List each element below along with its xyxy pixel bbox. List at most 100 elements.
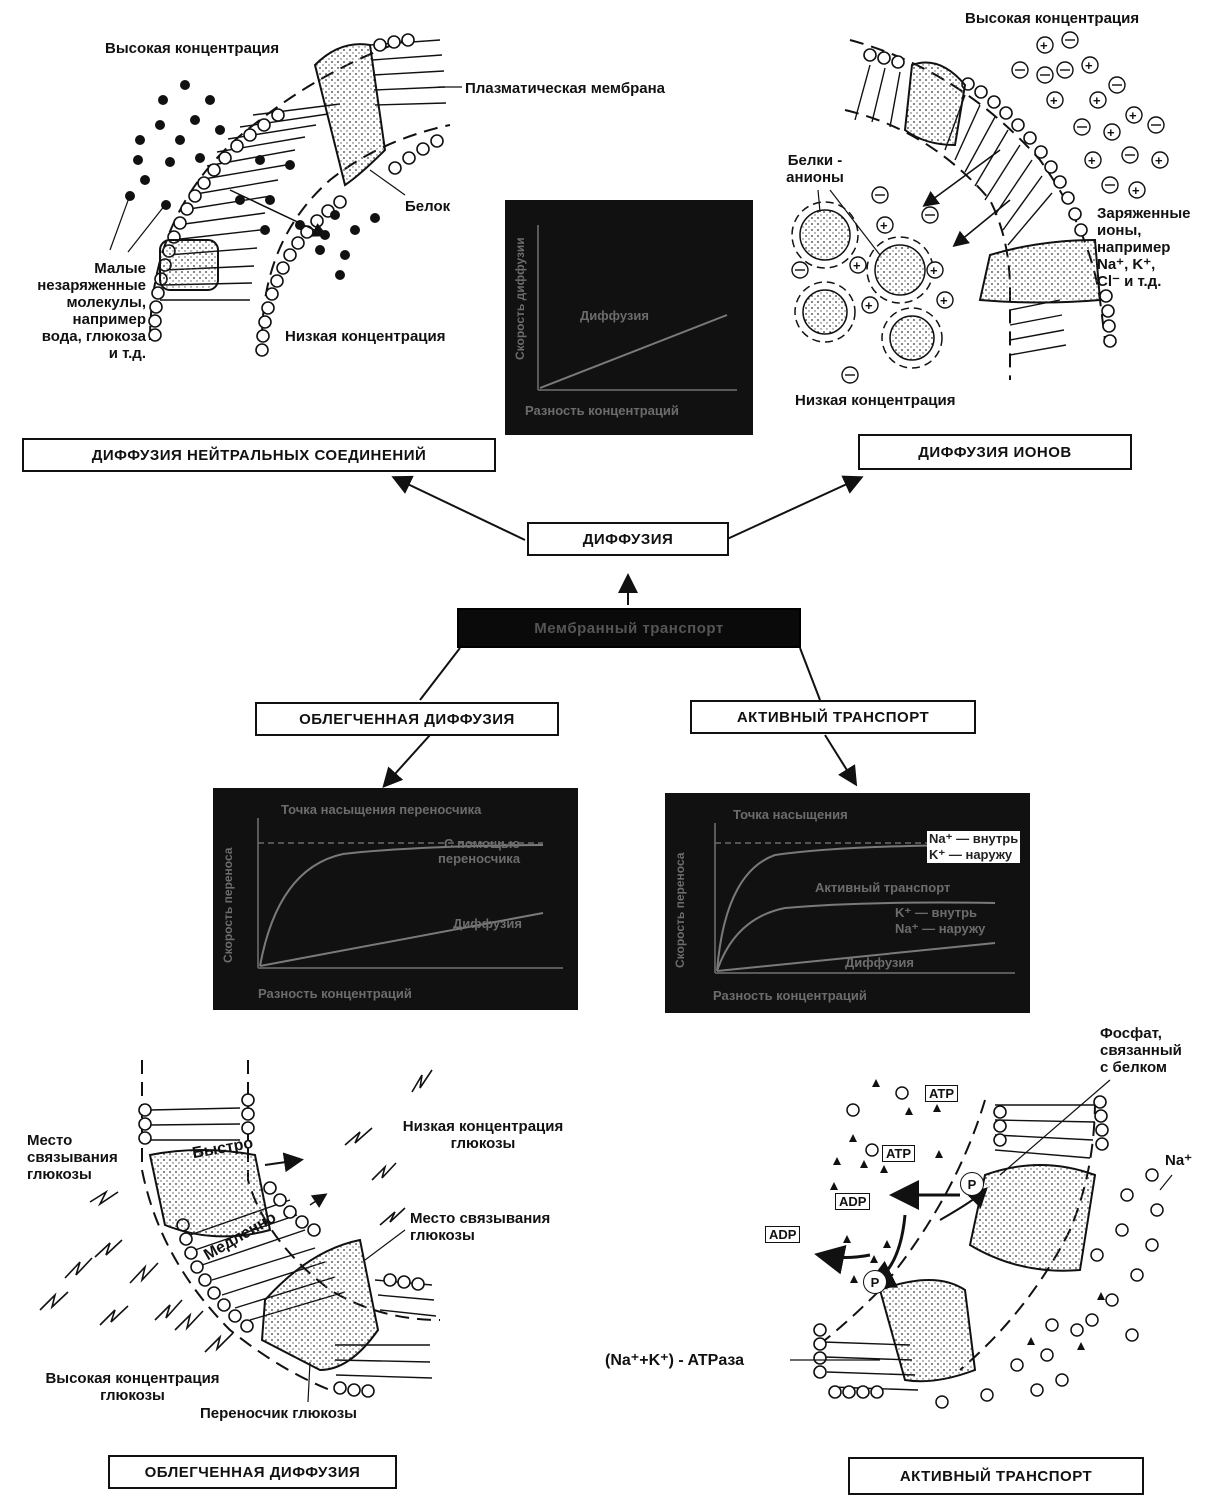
- label-na-ion: Na⁺: [1165, 1152, 1193, 1169]
- chart-right-k-in-line-2: Na⁺ — наружу: [895, 921, 986, 936]
- label-binding-site-right: Место связывания глюкозы: [410, 1210, 550, 1244]
- binding-site-right-line-1: Место связывания: [410, 1210, 551, 1227]
- diffusion-line-facilitated: [259, 912, 544, 967]
- svg-text:+: +: [940, 293, 948, 308]
- protein-anions-line-1: Белки -: [787, 152, 843, 169]
- phosphate-line-1: Фосфат,: [1100, 1025, 1162, 1042]
- glucose-carrier-upper: [148, 1149, 272, 1238]
- label-small-molecules: Малые незаряженные молекулы, например во…: [0, 260, 146, 362]
- charged-ions-line-1: Заряженные: [1097, 205, 1191, 222]
- low-glucose-line-1: Низкая концентрация: [402, 1118, 564, 1135]
- carrier-curve: [259, 844, 544, 967]
- membrane-active-heads: [813, 1095, 1109, 1399]
- svg-text:+: +: [1040, 38, 1048, 53]
- label-atpase: (Na⁺+K⁺) - ATPаза: [605, 1352, 745, 1369]
- chart-left-carrier-line-1: С помощью: [443, 836, 521, 851]
- binding-site-left-line-2: связывания: [27, 1149, 118, 1166]
- chart-simple-diffusion-plot: [537, 225, 737, 391]
- chart-active-plot: [714, 823, 1015, 974]
- active-curve-upper: [716, 844, 996, 972]
- label-low-concentration-right: Низкая концентрация: [795, 392, 956, 409]
- box-active-bottom: АКТИВНЫЙ ТРАНСПОРТ: [848, 1457, 1144, 1495]
- label-high-concentration-left: Высокая концентрация: [105, 40, 280, 57]
- ion-channel-bottom: [978, 238, 1102, 304]
- chart-left-xlabel: Разность концентраций: [258, 986, 412, 1001]
- glucose-zigzags: [39, 1069, 433, 1353]
- protein-anions: [791, 201, 943, 369]
- chart-right-active-label: Активный транспорт: [815, 880, 951, 895]
- chart-simple-diffusion: Скорость диффузии Диффузия Разность конц…: [505, 200, 753, 435]
- phosphate-p-lower: P: [863, 1270, 887, 1294]
- k-ions: [830, 1079, 1105, 1350]
- tag-atp-1: ATP: [925, 1085, 959, 1102]
- phosphate-line-3: с белком: [1100, 1059, 1168, 1076]
- small-molecules-line-1: Малые: [94, 260, 146, 277]
- diffusion-line: [539, 314, 728, 389]
- ion-symbols: + + + + + + + + + + + + + +: [791, 31, 1169, 384]
- protein-neutral: [313, 43, 387, 187]
- label-phosphate: Фосфат, связанный с белком: [1100, 1025, 1182, 1076]
- chart-right-xlabel: Разность концентраций: [713, 988, 867, 1003]
- svg-text:+: +: [1107, 125, 1115, 140]
- small-molecules-line-5: вода, глюкоза: [41, 328, 146, 345]
- svg-text:+: +: [1093, 93, 1101, 108]
- chart-facilitated: Скорость переноса Точка насыщения перено…: [213, 788, 578, 1010]
- chart-right-k-in: K⁺ — внутрь Na⁺ — наружу: [895, 905, 985, 937]
- small-molecules-line-2: незаряженные: [37, 277, 146, 294]
- solute-dots: [125, 80, 380, 280]
- chart-left-carrier: С помощью переносчика: [438, 836, 520, 866]
- small-molecules-line-3: молекулы,: [66, 294, 146, 311]
- label-plasma-membrane: Плазматическая мембрана: [465, 80, 666, 97]
- label-glucose-carrier: Переносчик глюкозы: [200, 1405, 357, 1422]
- membrane-facilitated-heads: [138, 1093, 425, 1398]
- label-high-glucose: Высокая концентрация глюкозы: [20, 1370, 245, 1404]
- tag-adp-2: ADP: [765, 1226, 801, 1243]
- label-binding-site-left: Место связывания глюкозы: [27, 1132, 118, 1183]
- flow-arrows: [382, 475, 864, 788]
- label-protein: Белок: [405, 198, 451, 215]
- protein-anions-line-2: анионы: [786, 169, 844, 186]
- tag-atp-2: ATP: [882, 1145, 916, 1162]
- charged-ions-line-3: например: [1097, 239, 1171, 256]
- charged-ions-line-2: ионы,: [1097, 222, 1142, 239]
- svg-text:+: +: [1085, 58, 1093, 73]
- atpase-lower: [878, 1279, 977, 1383]
- binding-site-left-line-1: Место: [27, 1132, 73, 1149]
- charged-ions-line-5: Cl⁻ и т.д.: [1097, 273, 1162, 290]
- label-low-glucose: Низкая концентрация глюкозы: [378, 1118, 588, 1152]
- chart-right-diffusion: Диффузия: [845, 955, 914, 970]
- label-protein-anions: Белки - анионы: [775, 152, 855, 186]
- chart-right-title: Точка насыщения: [733, 807, 848, 822]
- chart-right-in-out-line-2: K⁺ — наружу: [929, 847, 1013, 862]
- protein-channel-neutral: [159, 239, 219, 291]
- chart-right-ylabel: Скорость переноса: [673, 852, 687, 968]
- svg-text:+: +: [1132, 183, 1140, 198]
- binding-site-left-line-3: глюкозы: [27, 1166, 92, 1183]
- na-ions: [846, 1086, 1164, 1409]
- box-neutral-diffusion: ДИФФУЗИЯ НЕЙТРАЛЬНЫХ СОЕДИНЕНИЙ: [22, 438, 496, 472]
- label-low-concentration-left: Низкая концентрация: [285, 328, 446, 345]
- chart-left-ylabel: Скорость переноса: [221, 847, 235, 963]
- ion-channel-top: [903, 61, 967, 147]
- svg-text:+: +: [1155, 153, 1163, 168]
- membrane-neutral-heads: [148, 33, 444, 357]
- chart-center-ylabel: Скорость диффузии: [513, 237, 527, 360]
- svg-text:+: +: [1050, 93, 1058, 108]
- diffusion-line-active: [716, 942, 996, 972]
- svg-text:+: +: [880, 218, 888, 233]
- tag-adp-1: ADP: [835, 1193, 871, 1210]
- chart-facilitated-plot: [257, 818, 563, 969]
- svg-text:+: +: [930, 263, 938, 278]
- box-diffusion: ДИФФУЗИЯ: [527, 522, 729, 556]
- svg-text:+: +: [1088, 153, 1096, 168]
- phosphate-line-2: связанный: [1100, 1042, 1182, 1059]
- box-ion-diffusion: ДИФФУЗИЯ ИОНОВ: [858, 434, 1132, 470]
- atpase-upper: [968, 1164, 1097, 1272]
- high-glucose-line-2: глюкозы: [100, 1387, 165, 1404]
- svg-text:+: +: [853, 258, 861, 273]
- box-active-transport: АКТИВНЫЙ ТРАНСПОРТ: [690, 700, 976, 734]
- small-molecules-line-6: и т.д.: [108, 345, 146, 362]
- label-charged-ions: Заряженные ионы, например Na⁺, K⁺, Cl⁻ и…: [1097, 205, 1191, 290]
- label-high-concentration-right: Высокая концентрация: [965, 10, 1140, 27]
